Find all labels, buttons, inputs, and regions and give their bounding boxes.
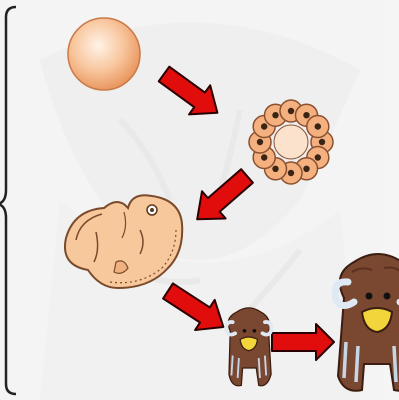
cell-nucleus (272, 112, 278, 118)
cell-nucleus (303, 112, 309, 118)
cell-nucleus (315, 123, 321, 129)
single-cell-icon (68, 18, 140, 90)
cell-nucleus (288, 108, 294, 114)
cell-nucleus (272, 166, 278, 172)
cell-nucleus (303, 166, 309, 172)
cell-nucleus (288, 170, 294, 176)
cell-nucleus (257, 139, 263, 145)
cell-nucleus (315, 154, 321, 160)
cell-nucleus (261, 154, 267, 160)
blastocoel (274, 125, 308, 159)
cell-nucleus (319, 139, 325, 145)
cell-nucleus (261, 123, 267, 129)
